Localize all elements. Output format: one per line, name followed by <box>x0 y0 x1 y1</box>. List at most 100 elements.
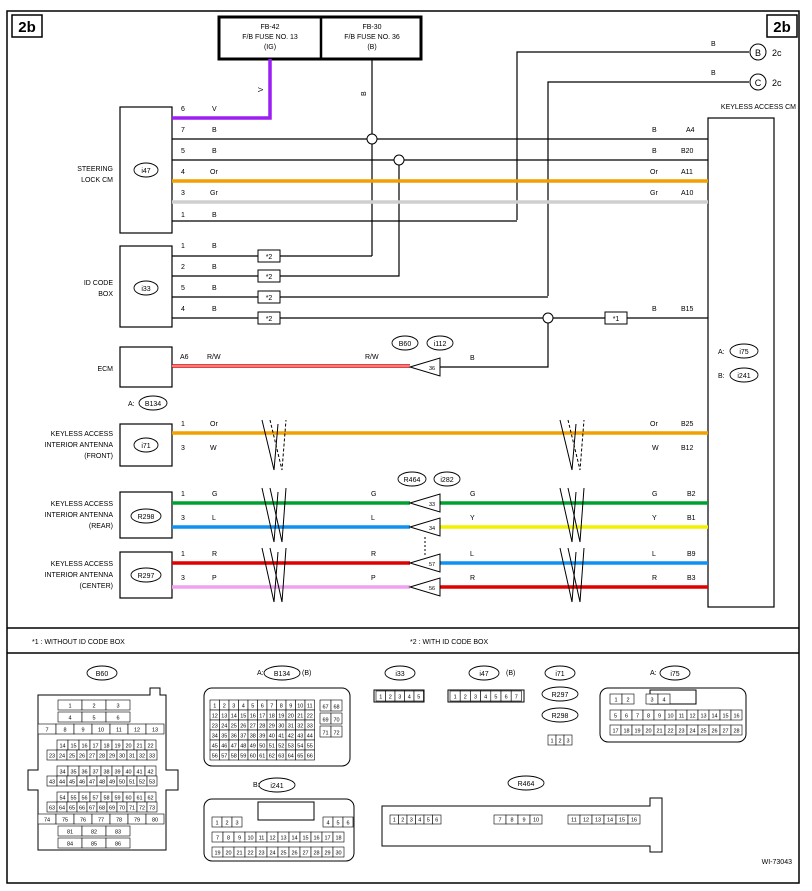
face-b60-pin: 25 <box>69 754 75 760</box>
rear-name-3: (REAR) <box>89 523 113 530</box>
face-b60-pin: 38 <box>103 770 109 776</box>
face-i75-r1-pin: 10 <box>667 714 673 720</box>
face-i47-pin: 5 <box>494 695 497 701</box>
face-i75-r1-cell <box>730 709 743 721</box>
face-b134-pin: 32 <box>297 724 303 730</box>
face-b134-side-pin: 68 <box>333 705 339 711</box>
front-conn-top: B134 <box>145 401 161 408</box>
face-b134-pin: 26 <box>240 724 246 730</box>
face-b134-pin: 33 <box>307 724 313 730</box>
ecm-color: R/W <box>207 354 221 361</box>
face-b134-pin: 46 <box>221 744 227 750</box>
face-i75-r2-pin: 19 <box>634 729 640 735</box>
face-b60-pin: 40 <box>125 770 131 776</box>
face-i241-r2-pin: 21 <box>236 851 242 857</box>
face-i71-oval <box>544 665 576 681</box>
face-b134-pin: 44 <box>307 734 313 740</box>
face-b60-pin: 81 <box>67 830 73 836</box>
ecm-splice-pin: 36 <box>429 366 435 372</box>
rear-splice-34 <box>408 517 441 537</box>
page-frame <box>6 10 800 884</box>
steering-pin-4: 4 <box>181 169 185 176</box>
rear-mid-1: G <box>371 491 376 498</box>
ref-c-page: 2c <box>772 78 782 88</box>
cm-pin-b9: B9 <box>687 551 696 558</box>
keyless-cm-conn-b: i241 <box>737 373 750 380</box>
center-color-1: R <box>212 551 217 558</box>
mark2-box-4 <box>257 311 281 325</box>
ref-circle-b <box>749 43 767 61</box>
face-b134-pin: 4 <box>242 704 245 710</box>
face-b60-pin: 80 <box>152 818 158 824</box>
face-i75-r2-pin: 28 <box>733 729 739 735</box>
face-b60-pin: 48 <box>99 780 105 786</box>
face-i75-r2-pin: 26 <box>711 729 717 735</box>
center-jpin-56: 56 <box>429 586 435 592</box>
face-b134-side-pin: 72 <box>333 731 339 737</box>
face-b134-pin: 28 <box>259 724 265 730</box>
face-b134-pin: 58 <box>231 754 237 760</box>
wire-idbox-2-link <box>317 160 400 277</box>
rear-jconn1: R464 <box>404 477 421 484</box>
front-conn-prefix: A: <box>128 401 135 408</box>
face-r464-c-pin: 14 <box>607 818 613 824</box>
face-b60-pin: 43 <box>49 780 55 786</box>
face-b60-pin: 66 <box>79 806 85 812</box>
face-i241-r2-pin: 22 <box>247 851 253 857</box>
face-r464-a-pin: 4 <box>418 818 421 824</box>
junction-372-139 <box>366 133 378 145</box>
face-b60-pin: 33 <box>149 754 155 760</box>
face-i75-r1-pin: 12 <box>689 714 695 720</box>
face-i241-r1-pin: 12 <box>269 836 275 842</box>
face-i75-r2-pin: 20 <box>645 729 651 735</box>
rear-jconn2-oval <box>433 471 461 487</box>
twist-line-b <box>567 487 585 543</box>
mark1-box <box>604 311 628 325</box>
face-i75-oval <box>659 665 691 681</box>
face-b134-pin: 11 <box>307 704 313 710</box>
face-i241-r1-pin: 10 <box>247 836 253 842</box>
face-i47-pin: 3 <box>474 695 477 701</box>
face-b60-pin: 24 <box>59 754 65 760</box>
face-b60-pin: 47 <box>89 780 95 786</box>
face-i241-r1-pin: 14 <box>291 836 297 842</box>
face-b60-pin: 28 <box>99 754 105 760</box>
face-i241-r2-pin: 25 <box>280 851 286 857</box>
face-b134-pin: 43 <box>297 734 303 740</box>
face-b60-pin: 59 <box>114 796 120 802</box>
face-b60-cell <box>105 699 131 711</box>
wire-ecm-b <box>440 318 549 368</box>
face-b134-pin: 45 <box>212 744 218 750</box>
face-i47-pin: 6 <box>505 695 508 701</box>
junction-399-160 <box>393 154 405 166</box>
face-i75-r1-pin: 6 <box>625 714 628 720</box>
face-i75-r2-pin: 21 <box>656 729 662 735</box>
mark2-3: *2 <box>266 295 273 302</box>
twist-line-b <box>269 547 287 603</box>
face-b60-cell <box>145 813 165 825</box>
face-b134-pin: 24 <box>221 724 227 730</box>
face-b134-pin: 17 <box>259 714 265 720</box>
steering-color-5: B <box>212 148 217 155</box>
idbox-color-4: B <box>212 306 217 313</box>
center-name-2: INTERIOR ANTENNA <box>45 572 114 579</box>
idbox-color-1: B <box>212 243 217 250</box>
twist-line-a <box>261 487 279 543</box>
face-b60-pin: 70 <box>119 806 125 812</box>
face-b134-side-pin: 71 <box>322 731 328 737</box>
face-b60-pin: 3 <box>116 704 119 710</box>
face-i241-r1-cell <box>332 831 345 843</box>
face-i75-r2-pin: 24 <box>689 729 695 735</box>
face-b60-pin: 32 <box>139 754 145 760</box>
face-b60-pin: 73 <box>149 806 155 812</box>
ref-wire-b <box>516 51 749 220</box>
face-b60-pin: 56 <box>81 796 87 802</box>
face-i47-cell <box>510 690 522 702</box>
face-b134-pin: 47 <box>231 744 237 750</box>
face-i33-cell <box>413 690 424 702</box>
face-b134-pin: 65 <box>297 754 303 760</box>
steering-color-1: B <box>212 212 217 219</box>
fuse2-desc: F/B FUSE NO. 36 <box>344 34 400 41</box>
face-b134-pin: 1 <box>213 704 216 710</box>
face-b134-pin: 8 <box>280 704 283 710</box>
